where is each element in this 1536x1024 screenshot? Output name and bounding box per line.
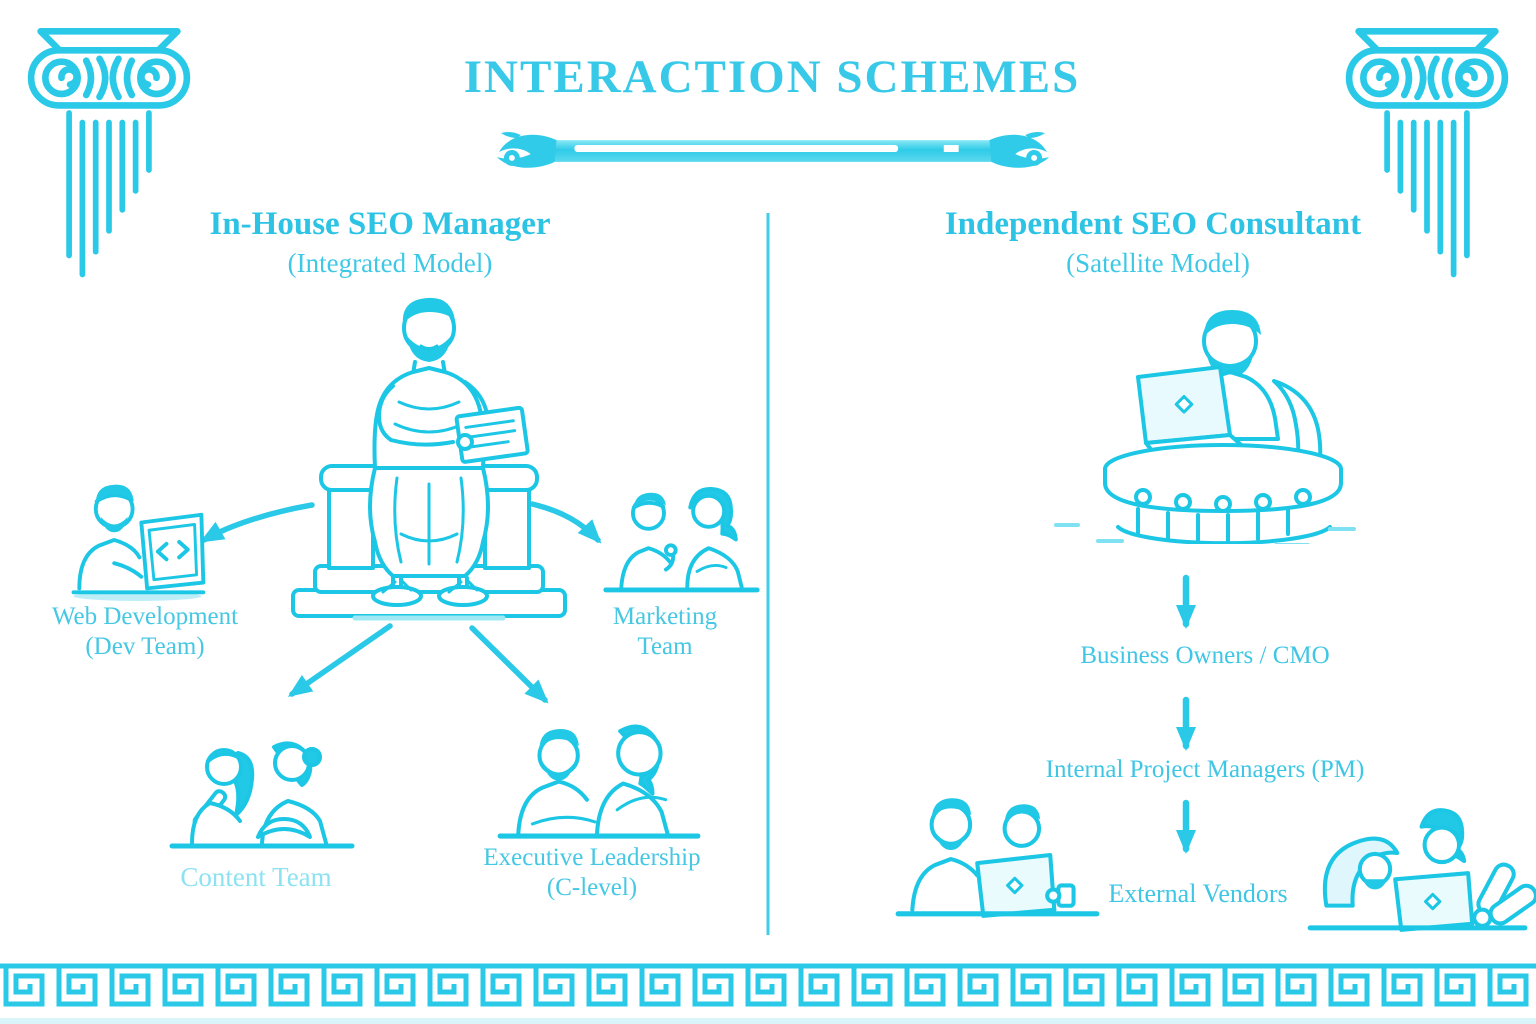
- label-content-team: Content Team: [180, 862, 332, 892]
- label-web-development-line2: (Dev Team): [85, 633, 205, 660]
- label-executive-line1: Executive Leadership: [483, 844, 701, 871]
- content-team-duo-illustration: [162, 718, 362, 860]
- vendor-team-with-laptop-illustration: [888, 782, 1106, 924]
- developer-with-laptop-illustration: [58, 468, 213, 608]
- label-project-managers: Internal Project Managers (PM): [1045, 756, 1365, 783]
- arrow-to-content: [287, 623, 393, 697]
- label-external-vendors: External Vendors: [1108, 879, 1288, 908]
- left-panel-heading: In-House SEO Manager: [209, 206, 551, 242]
- marketing-team-duo-illustration: [598, 472, 763, 604]
- label-business-owners: Business Owners / CMO: [1080, 642, 1330, 669]
- arrow-to-executive: [469, 625, 549, 704]
- right-panel-subheading: (Satellite Model): [1066, 248, 1250, 278]
- label-marketing-line1: Marketing: [612, 603, 718, 630]
- label-web-development-line1: Web Development: [51, 603, 239, 630]
- ionic-column-icon: [14, 8, 204, 294]
- label-marketing-line2: Team: [637, 633, 693, 660]
- ionic-column-icon: [1332, 8, 1522, 294]
- label-marketing-team: Marketing Team: [613, 602, 717, 662]
- right-panel-heading: Independent SEO Consultant: [944, 206, 1362, 242]
- label-web-development: Web Development (Dev Team): [52, 602, 238, 662]
- consultant-at-table-illustration: [1038, 292, 1363, 544]
- label-executive-line2: (C-level): [546, 874, 638, 901]
- seated-seo-manager-illustration: [268, 282, 590, 626]
- label-executive-leadership: Executive Leadership (C-level): [483, 843, 700, 903]
- page-title: INTERACTION SCHEMES: [463, 51, 1081, 103]
- vendor-team-with-scrolls-illustration: [1298, 782, 1536, 934]
- scroll-divider-ornament: [495, 128, 1051, 174]
- bottom-edge-glow: [0, 1018, 1536, 1024]
- executive-leadership-duo-illustration: [488, 702, 710, 850]
- left-panel-subheading: (Integrated Model): [287, 248, 493, 278]
- greek-key-border: [0, 958, 1536, 1018]
